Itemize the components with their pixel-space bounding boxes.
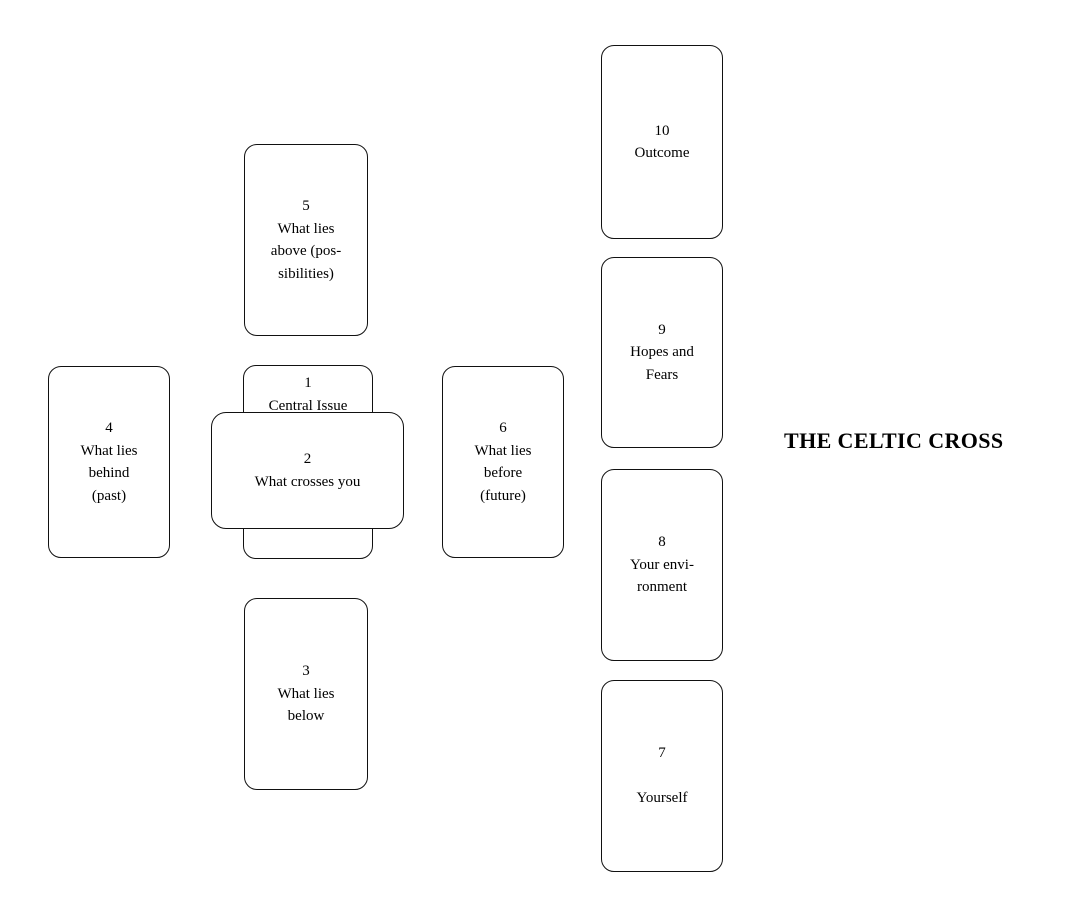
position-label-line: What lies <box>80 442 138 459</box>
position-label-line: Yourself <box>636 790 688 807</box>
position-label-line: Outcome <box>634 145 690 161</box>
position-number: 8 <box>658 534 666 551</box>
position-label-line: behind <box>88 465 130 481</box>
position-label-line: Central Issue <box>268 397 348 414</box>
position-label-line: What lies <box>277 220 335 237</box>
position-label-line: What lies <box>474 442 532 459</box>
position-label-line: (future) <box>480 487 526 504</box>
position-label-line: Your envi- <box>630 556 694 573</box>
position-number: 1 <box>304 375 312 391</box>
position-label-line: sibilities) <box>278 265 334 282</box>
position-number: 3 <box>302 663 310 680</box>
position-number: 5 <box>302 198 310 214</box>
position-number: 4 <box>105 420 113 436</box>
diagram-title: THE CELTIC CROSS <box>784 428 1004 453</box>
position-label-line: before <box>483 465 523 481</box>
position-label-line: (past) <box>91 487 127 504</box>
position-label-line: Fears <box>645 366 679 383</box>
position-number: 10 <box>654 122 670 139</box>
position-label-line: Hopes and <box>630 344 694 361</box>
position-number: 2 <box>303 451 312 467</box>
position-label-line: below <box>287 708 325 725</box>
position-label-line: above (pos- <box>270 243 342 259</box>
position-number: 7 <box>658 745 666 762</box>
position-label-line: ronment <box>637 579 687 596</box>
position-number: 6 <box>499 420 507 436</box>
position-number: 9 <box>658 321 666 338</box>
position-label-line: What crosses you <box>254 473 361 490</box>
position-label-line: What lies <box>277 685 335 702</box>
